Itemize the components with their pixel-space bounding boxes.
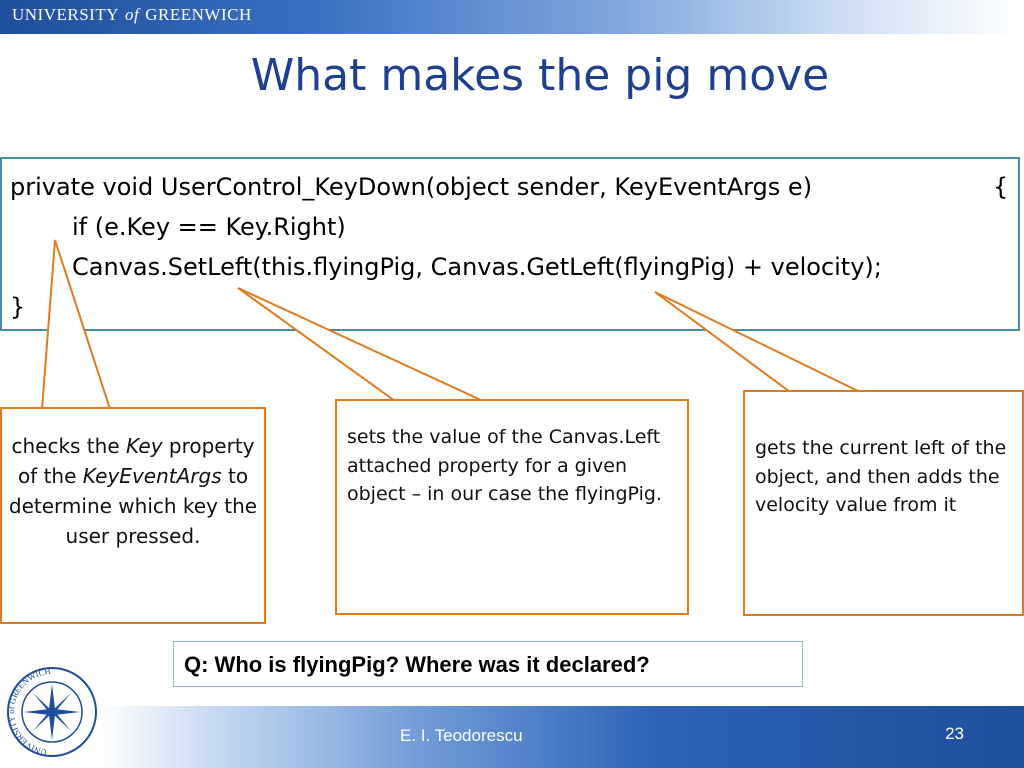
callout-pointer-1 [41, 239, 111, 410]
code-box [0, 157, 1020, 331]
slide-title: What makes the pig move [0, 50, 1024, 101]
page-number: 23 [945, 724, 964, 743]
callout-3-text: gets the current left of the object, and… [755, 437, 1007, 516]
callout-getleft: gets the current left of the object, and… [743, 390, 1024, 616]
callout-setleft: sets the value of the Canvas.Left attach… [335, 399, 689, 615]
university-wordmark: UNIVERSITY of GREENWICH [12, 5, 252, 25]
callout-pointer-2 [237, 287, 484, 402]
callout-pointer-3 [654, 291, 861, 393]
callout-1-key: Key [125, 434, 163, 458]
university-seal-logo: UNIVERSITY of GREENWICH [6, 666, 97, 758]
university-word: UNIVERSITY [12, 5, 119, 24]
greenwich-word: GREENWICH [145, 5, 252, 24]
footer-author: E. I. Teodorescu [400, 726, 523, 745]
university-of: of [125, 5, 140, 24]
code-line-2: if (e.Key == Key.Right) [72, 213, 346, 241]
header-bar: UNIVERSITY of GREENWICH [0, 0, 1024, 34]
compass-rose-icon [24, 684, 80, 740]
code-close-brace: } [10, 293, 26, 321]
callout-1-text-b: property of the [17, 434, 255, 488]
callout-key-check: checks the Key property of the KeyEventA… [0, 407, 266, 624]
slide-title-text: What makes the pig move [250, 50, 830, 101]
question-box: Q: Who is flyingPig? Where was it declar… [173, 641, 803, 687]
question-text: Q: Who is flyingPig? Where was it declar… [184, 652, 650, 677]
callout-2-text: sets the value of the Canvas.Left attach… [347, 426, 662, 505]
callout-1-text-c: to determine which key the user pressed. [8, 464, 258, 548]
code-open-brace: { [993, 173, 1009, 201]
callout-1-text-a: checks the [11, 434, 126, 458]
code-line-3: Canvas.SetLeft(this.flyingPig, Canvas.Ge… [72, 253, 882, 281]
callout-1-keyeventargs: KeyEventArgs [82, 464, 222, 488]
footer-bar: E. I. Teodorescu 23 [100, 706, 1024, 768]
code-line-1: private void UserControl_KeyDown(object … [10, 173, 813, 201]
